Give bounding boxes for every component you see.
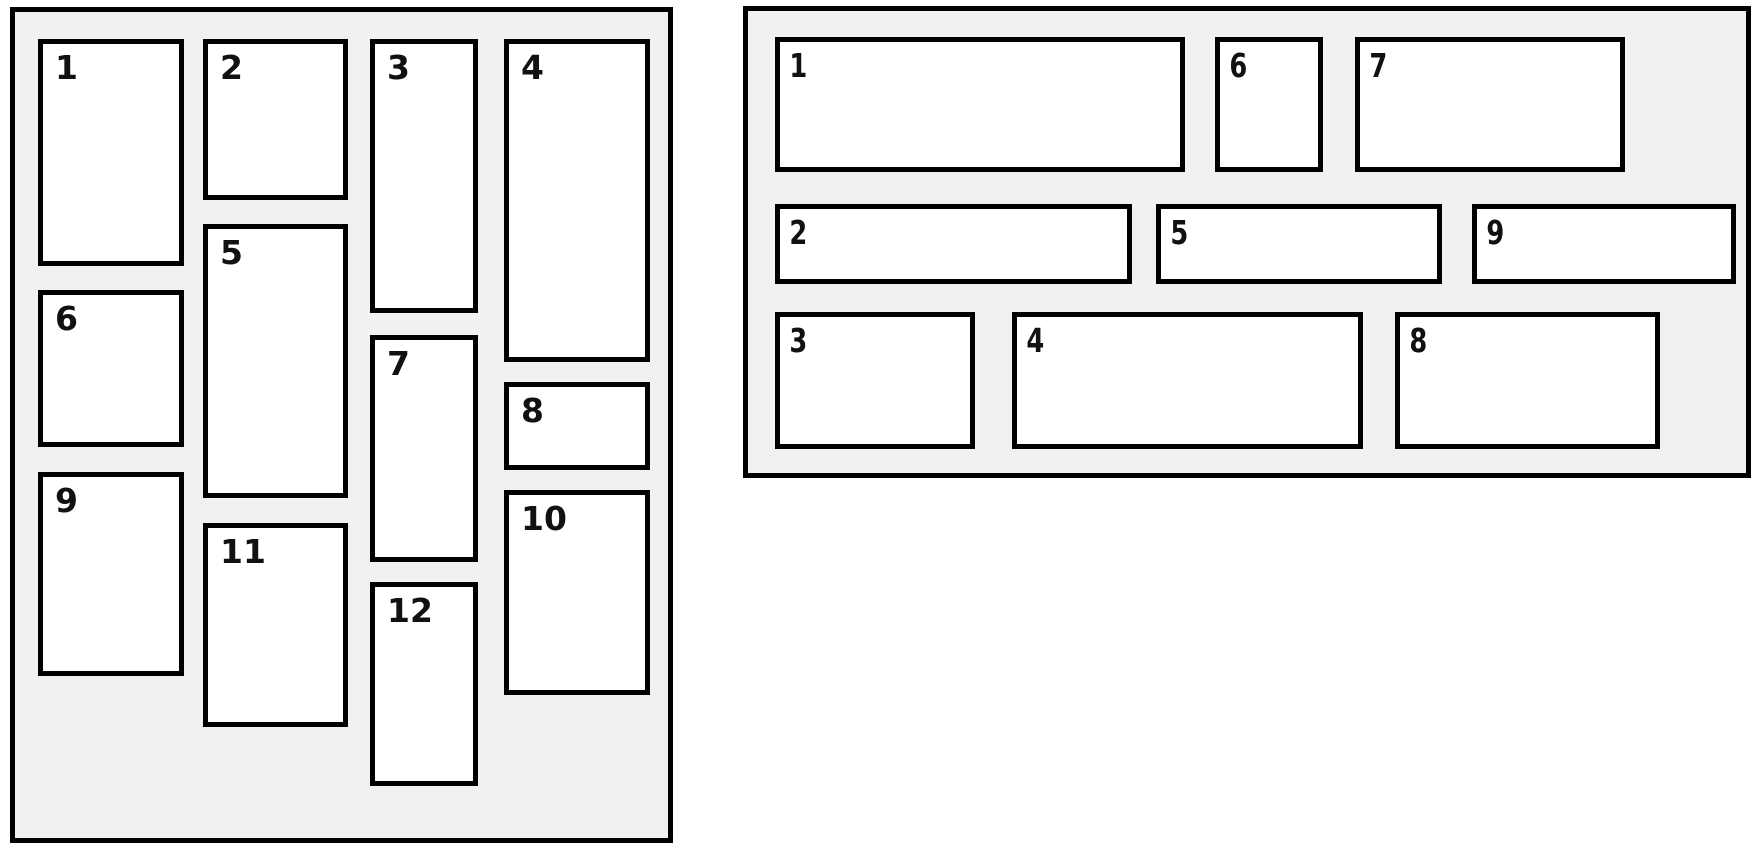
masonry-rows-panel: 1 2 3 4 5 6 7 8 9 (743, 6, 1751, 478)
left-layout-item-11: 11 (203, 523, 348, 727)
right-layout-item-9: 9 (1472, 204, 1736, 284)
left-layout-item-12: 12 (370, 582, 478, 786)
item-number-label: 5 (1170, 213, 1189, 252)
item-number-label: 3 (387, 48, 410, 87)
right-layout-item-4: 4 (1012, 312, 1363, 449)
right-layout-item-3: 3 (775, 312, 975, 449)
left-layout-item-8: 8 (504, 382, 650, 470)
left-layout-item-5: 5 (203, 224, 348, 498)
item-number-label: 6 (55, 299, 78, 338)
item-number-label: 4 (521, 48, 544, 87)
item-number-label: 6 (1229, 46, 1248, 85)
right-layout-item-6: 6 (1215, 37, 1323, 172)
item-number-label: 7 (387, 344, 410, 383)
item-number-label: 4 (1026, 321, 1045, 360)
item-number-label: 3 (789, 321, 808, 360)
item-number-label: 9 (55, 481, 78, 520)
item-number-label: 11 (220, 532, 266, 571)
right-layout-item-1: 1 (775, 37, 1185, 172)
left-layout-item-4: 4 (504, 39, 650, 362)
item-number-label: 7 (1369, 46, 1388, 85)
item-number-label: 2 (220, 48, 243, 87)
item-number-label: 5 (220, 233, 243, 272)
item-number-label: 12 (387, 591, 433, 630)
left-layout-item-9: 9 (38, 472, 184, 676)
right-layout-item-5: 5 (1156, 204, 1442, 284)
right-layout-item-2: 2 (775, 204, 1132, 284)
left-layout-item-6: 6 (38, 290, 184, 447)
item-number-label: 10 (521, 499, 567, 538)
item-number-label: 8 (1409, 321, 1428, 360)
left-layout-item-1: 1 (38, 39, 184, 266)
right-layout-item-7: 7 (1355, 37, 1625, 172)
left-layout-item-3: 3 (370, 39, 478, 313)
item-number-label: 9 (1486, 213, 1505, 252)
left-layout-item-2: 2 (203, 39, 348, 200)
left-layout-item-7: 7 (370, 335, 478, 562)
left-layout-item-10: 10 (504, 490, 650, 695)
item-number-label: 1 (55, 48, 78, 87)
item-number-label: 2 (789, 213, 808, 252)
item-number-label: 1 (789, 46, 808, 85)
item-number-label: 8 (521, 391, 544, 430)
right-layout-item-8: 8 (1395, 312, 1660, 449)
